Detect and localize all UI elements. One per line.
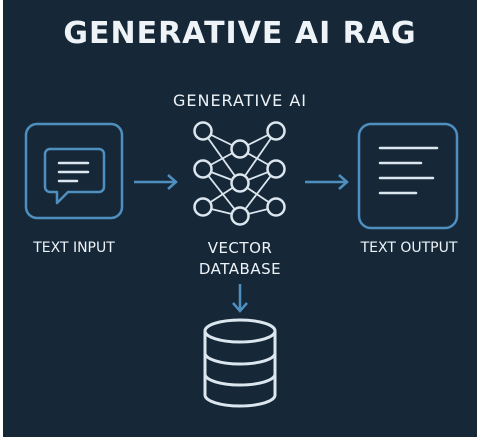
generative-ai-heading: GENERATIVE AI [172, 91, 308, 110]
document-lines-icon [378, 146, 439, 195]
arrow-to-database [232, 284, 248, 313]
text-input-label: TEXT INPUT [33, 240, 115, 256]
neural-network-icon [193, 121, 286, 226]
text-output-node [357, 122, 459, 230]
database-cylinder-icon [203, 318, 277, 408]
diagram-canvas: GENERATIVE AI RAG GENERATIVE AI [3, 0, 477, 437]
text-input-node [24, 122, 124, 220]
diagram-title: GENERATIVE AI RAG [63, 16, 417, 51]
chat-bubble-icon [43, 147, 106, 205]
arrow-input-to-model [134, 174, 178, 190]
diagram-graphics [24, 121, 459, 408]
vector-database-label-line2: DATABASE [198, 260, 282, 278]
vector-database-label-line1: VECTOR [207, 239, 273, 257]
arrow-model-to-output [305, 174, 349, 190]
vector-database-label: VECTOR DATABASE [155, 238, 325, 280]
text-output-label: TEXT OUTPUT [360, 240, 458, 256]
